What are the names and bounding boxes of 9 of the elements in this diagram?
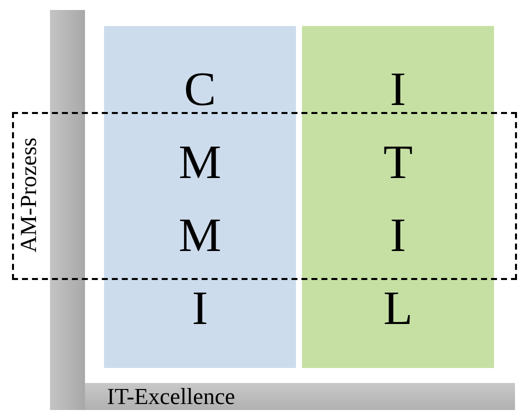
bar-label: IT-Excellence [107, 383, 236, 410]
column-panel [104, 26, 296, 368]
vertical-bar [50, 10, 85, 410]
dashed-band [12, 112, 517, 280]
horizontal-bar [85, 383, 515, 410]
column-letters: C M M I [178, 62, 222, 337]
column-panel [302, 26, 494, 368]
band-label: AM-Prozess [16, 136, 42, 254]
column-letters: I T I L [382, 62, 414, 337]
